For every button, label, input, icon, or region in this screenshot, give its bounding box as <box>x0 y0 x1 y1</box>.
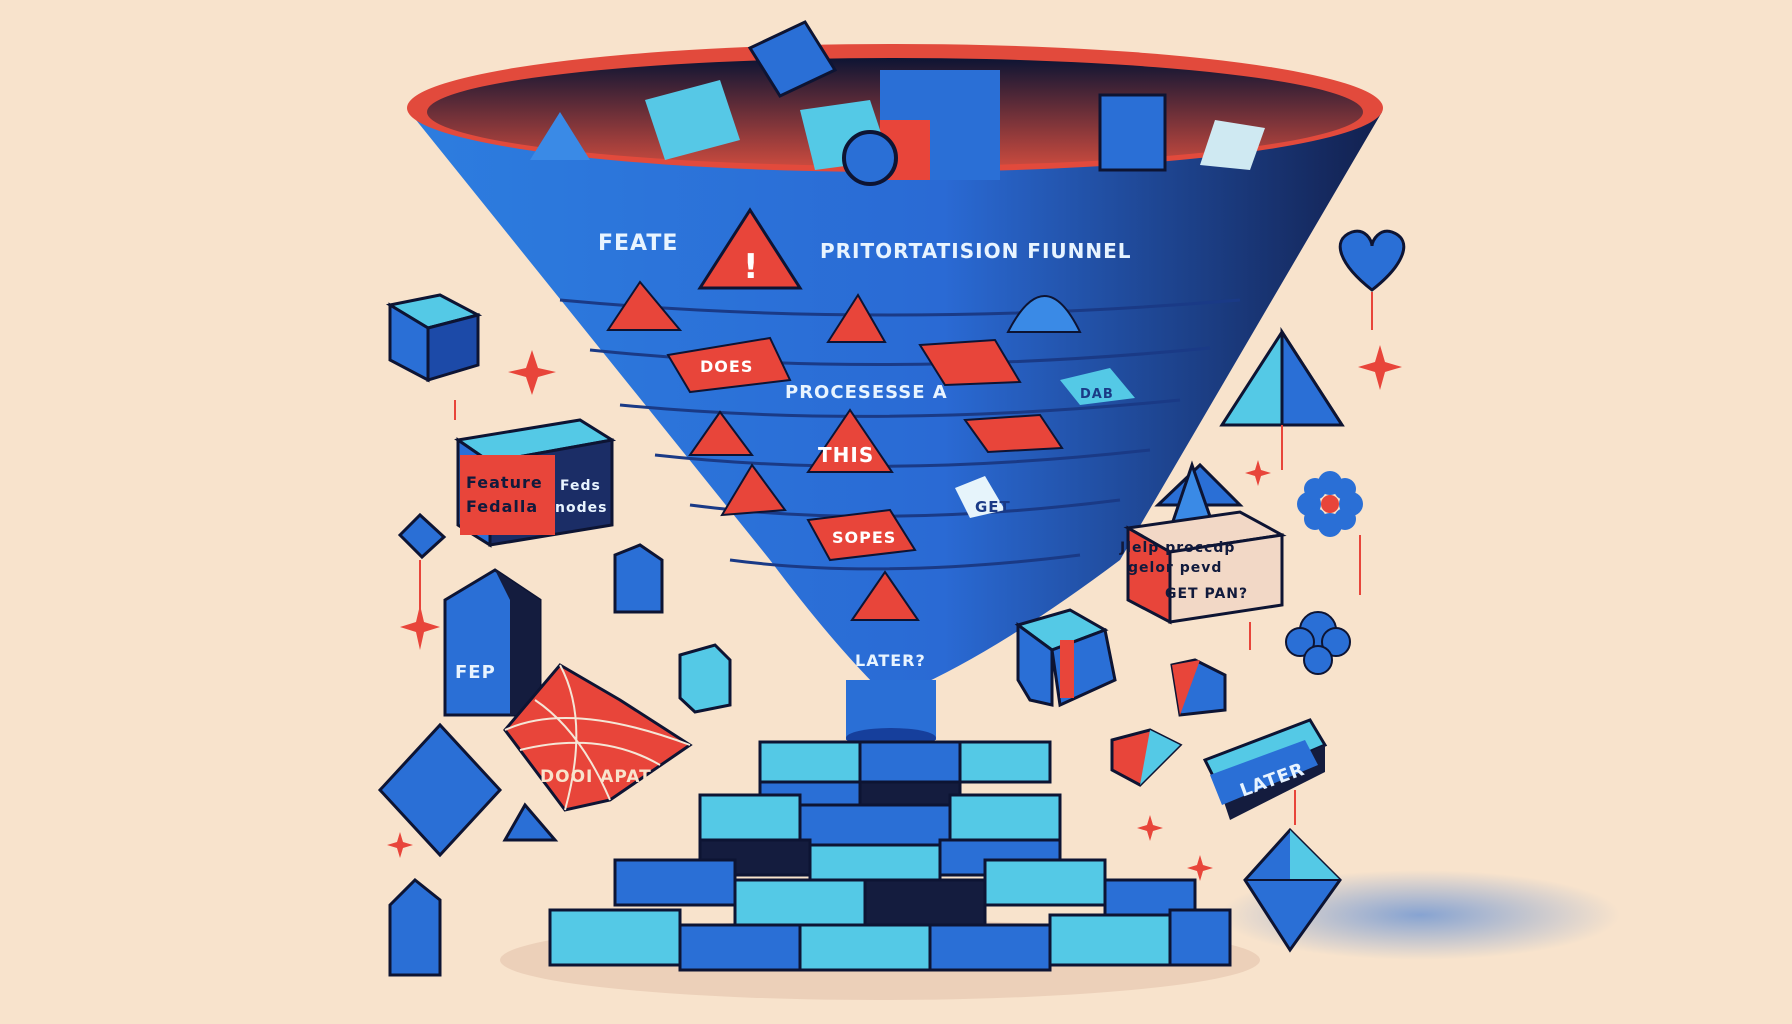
svg-text:!: ! <box>743 247 760 287</box>
sparkle-icon <box>1358 345 1402 390</box>
diamond-label-dooi-apat: DOOI APAT <box>540 767 652 787</box>
svg-text:THIS: THIS <box>818 443 874 467</box>
red-triangle-tag <box>606 280 683 331</box>
svg-text:SOPES: SOPES <box>832 528 896 547</box>
sparkle-icon <box>1137 815 1163 841</box>
berry-icon <box>1285 611 1351 675</box>
prism-label-fep: FEP <box>455 662 496 683</box>
red-triangle-tag <box>720 463 787 517</box>
block-pyramid <box>548 740 1232 972</box>
funnel-label-left: FEATE <box>598 231 678 256</box>
floating-shapes-left: Feature Fedalla Feds nodes FEP DOOI APAT <box>377 293 732 977</box>
funnel-label-later: LATER? <box>855 651 926 670</box>
tag-get: GET <box>955 476 1011 518</box>
tag-dab: DAB <box>1060 368 1135 405</box>
funnel-label-process: PROCESESSE A <box>785 382 948 403</box>
red-triangle-tag <box>688 410 754 456</box>
tag-sopes: SOPES <box>806 508 917 562</box>
box-label-help: Jlelp proccdp <box>1119 540 1235 556</box>
sparkle-icon <box>387 832 413 858</box>
svg-text:GET: GET <box>975 498 1011 516</box>
box-label-nodes: nodes <box>555 500 607 516</box>
sparkle-icon <box>508 350 556 395</box>
later-box: LATER <box>1202 718 1328 820</box>
sparkle-icon <box>400 605 440 650</box>
flower-icon <box>1297 471 1363 537</box>
smile-dome-icon <box>1006 295 1082 333</box>
red-triangle-tag <box>850 570 920 621</box>
sparkle-icon <box>1245 460 1271 486</box>
box-label-gelor: gelor pevd <box>1128 560 1222 576</box>
box-label-get-pan: GET PAN? <box>1165 586 1248 602</box>
box-label-feature: Feature <box>466 473 543 492</box>
warning-triangle-icon: ! <box>697 207 803 290</box>
red-ribbon-tag <box>918 338 1022 387</box>
tag-does: DOES <box>666 336 792 394</box>
falling-blocks <box>530 20 1265 186</box>
heart-icon <box>1338 229 1406 292</box>
svg-text:DAB: DAB <box>1080 387 1114 402</box>
red-triangle-tag <box>826 293 887 343</box>
floating-shapes-right: Jlelp proccdp gelor pevd GET PAN? LATER <box>1014 229 1406 953</box>
box-label-fedalla: Fedalla <box>466 497 538 516</box>
box-label-feds: Feds <box>560 478 601 494</box>
svg-text:DOES: DOES <box>700 357 753 376</box>
tag-this: THIS <box>806 408 894 473</box>
funnel-title: PRITORTATISION FIUNNEL <box>820 239 1132 263</box>
red-ribbon-tag <box>963 413 1064 454</box>
sparkle-icon <box>1187 855 1213 881</box>
